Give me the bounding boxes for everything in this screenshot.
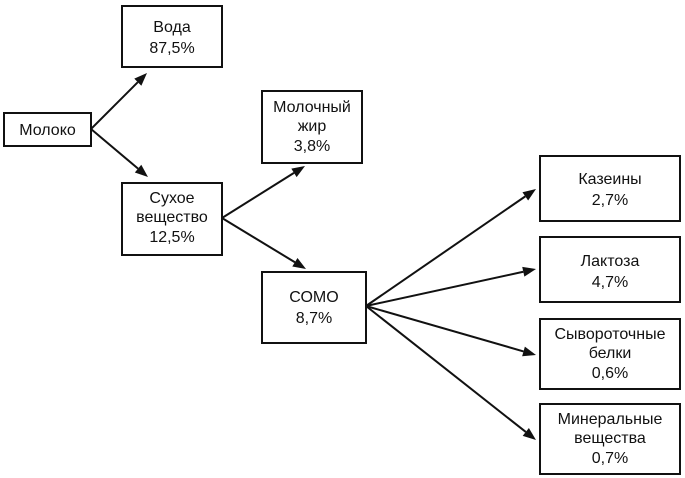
node-dry-label-2: вещество <box>136 209 208 226</box>
node-water: Вода 87,5% <box>121 5 223 68</box>
arrow-milk-to-dry <box>90 128 139 170</box>
node-milk-box <box>3 112 92 147</box>
node-minerals-label-1: Минеральные <box>558 411 663 428</box>
arrow-dry-to-somo <box>221 217 296 264</box>
node-whey-label-1: Сывороточные <box>555 326 666 343</box>
arrow-somo-to-lactose <box>365 270 524 307</box>
node-fat-label-1: Молочный <box>273 99 351 116</box>
node-lactose-box <box>539 236 681 303</box>
arrowhead-somo-to-minerals <box>522 428 536 440</box>
node-casein: Казеины 2,7% <box>539 155 681 222</box>
node-fat-label-2: жир <box>298 118 327 135</box>
node-whey-label-2: белки <box>589 345 632 362</box>
node-minerals-box <box>539 403 681 475</box>
node-minerals: Минеральные вещества 0,7% <box>539 403 681 475</box>
node-casein-value: 2,7% <box>592 192 628 209</box>
arrow-somo-to-casein <box>365 195 526 307</box>
node-somo-box <box>261 271 367 344</box>
arrowhead-somo-to-lactose <box>522 266 536 277</box>
arrowhead-dry-to-somo <box>292 257 306 269</box>
node-dry: Сухое вещество 12,5% <box>121 182 223 256</box>
node-lactose-value: 4,7% <box>592 274 628 291</box>
arrowhead-somo-to-casein <box>522 189 536 201</box>
node-whey: Сывороточные белки 0,6% <box>539 318 681 390</box>
node-dry-box <box>121 182 223 256</box>
node-casein-label: Казеины <box>578 171 641 188</box>
node-milk: Молоко <box>3 112 92 147</box>
node-fat: Молочный жир 3,8% <box>261 90 363 164</box>
node-whey-box <box>539 318 681 390</box>
node-fat-box <box>261 90 363 164</box>
node-dry-value: 12,5% <box>149 229 194 246</box>
arrow-dry-to-fat <box>221 172 295 219</box>
node-milk-label: Молоко <box>19 122 76 139</box>
arrow-somo-to-whey <box>365 305 524 353</box>
node-lactose: Лактоза 4,7% <box>539 236 681 303</box>
node-casein-box <box>539 155 681 222</box>
node-minerals-value: 0,7% <box>592 450 628 467</box>
node-water-value: 87,5% <box>149 40 194 57</box>
node-water-label: Вода <box>153 19 191 36</box>
node-somo: СОМО 8,7% <box>261 271 367 344</box>
node-minerals-label-2: вещества <box>574 430 646 447</box>
arrow-somo-to-minerals <box>365 305 527 433</box>
arrowhead-milk-to-dry <box>134 164 148 177</box>
node-lactose-label: Лактоза <box>581 253 640 270</box>
arrow-milk-to-water <box>90 81 139 130</box>
arrowhead-dry-to-fat <box>291 166 305 178</box>
node-dry-label-1: Сухое <box>149 190 194 207</box>
node-whey-value: 0,6% <box>592 365 628 382</box>
node-water-box <box>121 5 223 68</box>
node-somo-label: СОМО <box>289 289 338 306</box>
arrowhead-milk-to-water <box>134 73 147 86</box>
arrowhead-somo-to-whey <box>522 346 536 357</box>
edges-layer <box>90 73 536 440</box>
node-fat-value: 3,8% <box>294 138 330 155</box>
node-somo-value: 8,7% <box>296 310 332 327</box>
